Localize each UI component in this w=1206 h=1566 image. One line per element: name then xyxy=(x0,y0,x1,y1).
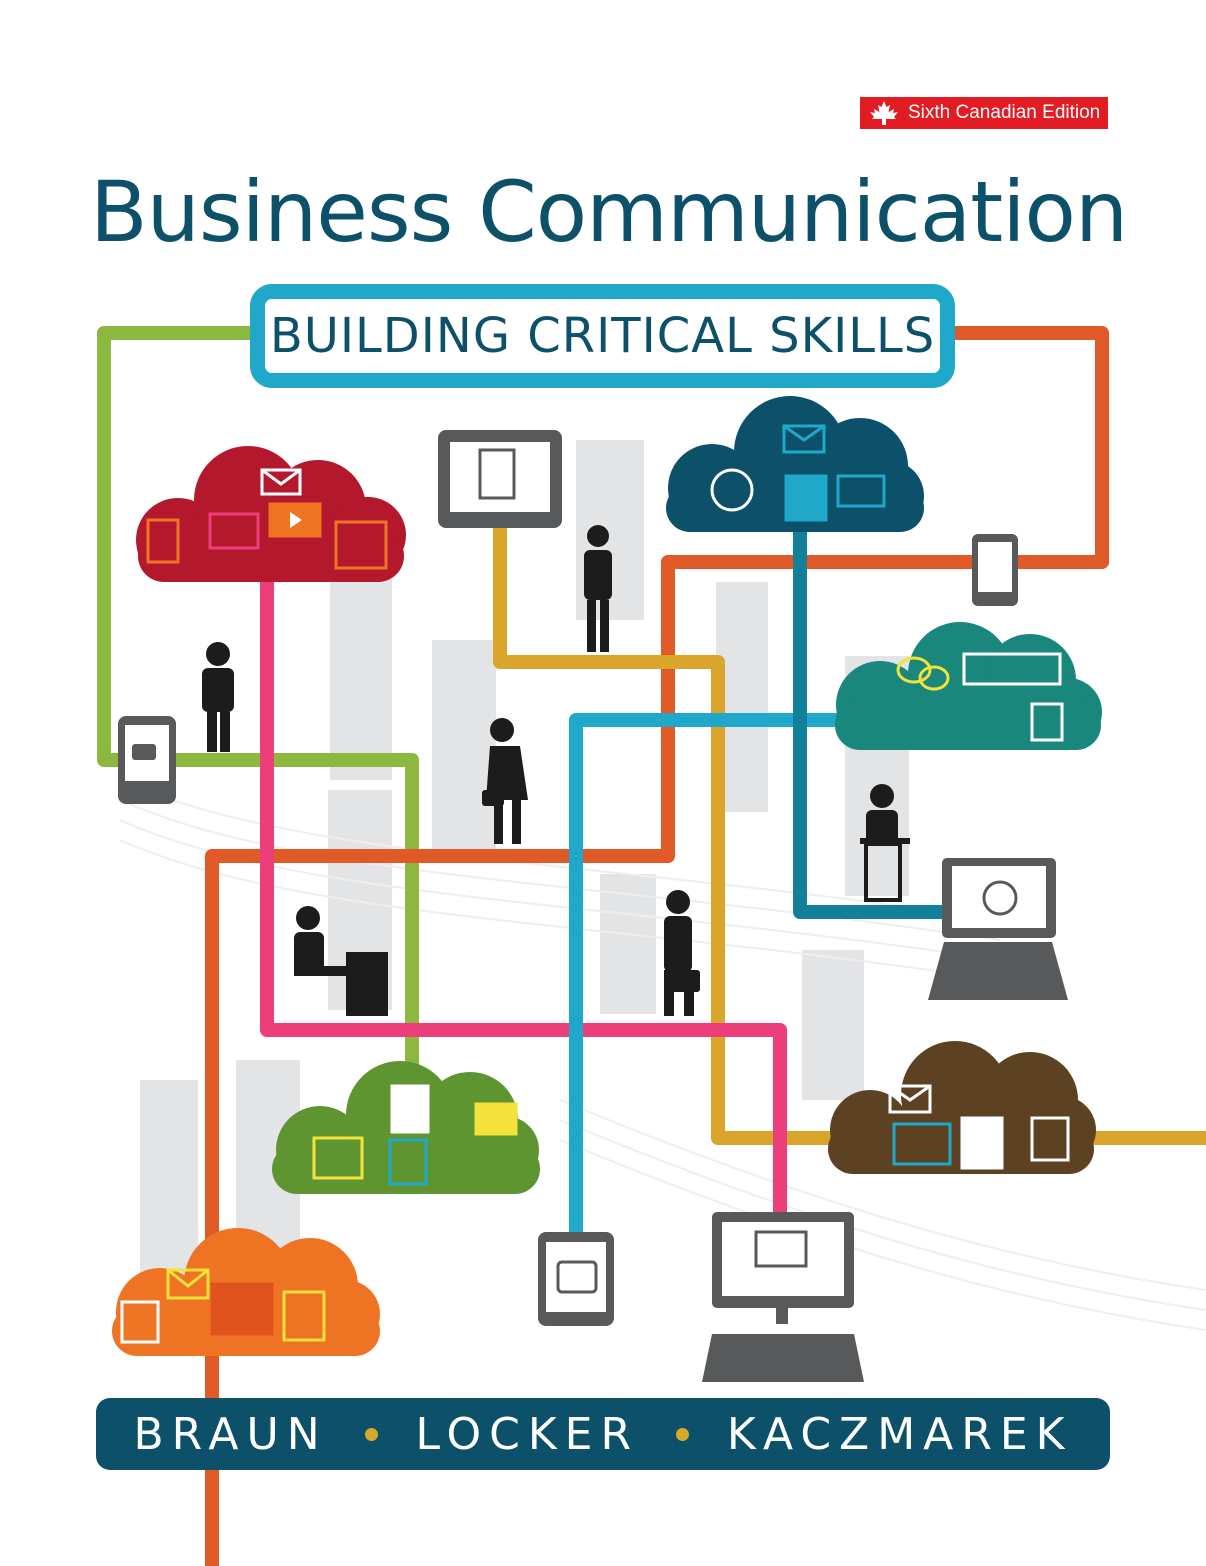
envelope-icon xyxy=(782,424,826,454)
document-icon xyxy=(784,474,828,522)
green-connector-line xyxy=(97,326,419,1087)
building-icon xyxy=(330,560,392,780)
laptop-icon xyxy=(928,858,1068,1000)
document-icon xyxy=(892,1122,952,1166)
pink-connector-line xyxy=(260,563,787,1219)
author-name: KACZMAREK xyxy=(726,1408,1073,1460)
document-icon xyxy=(388,1138,428,1186)
edition-badge: Sixth Canadian Edition xyxy=(860,97,1108,129)
video-icon xyxy=(474,1102,518,1136)
author-separator-dot xyxy=(676,1427,690,1441)
presentation-icon xyxy=(836,474,886,508)
document-icon xyxy=(210,1282,274,1336)
document-icon xyxy=(282,1290,326,1342)
author-separator-dot xyxy=(365,1427,379,1441)
subtitle-frame: BUILDING CRITICAL SKILLS xyxy=(250,284,955,388)
globe-icon xyxy=(710,468,754,512)
smartphone-icon xyxy=(118,716,176,804)
author-bar: BRAUN LOCKER KACZMAREK xyxy=(96,1398,1110,1470)
desktop-monitor-icon xyxy=(702,1212,864,1382)
envelope-icon xyxy=(888,1084,932,1114)
person-icon xyxy=(860,784,910,902)
building-icon xyxy=(600,874,656,1014)
orange-connector-line xyxy=(205,326,1109,1566)
envelope-icon xyxy=(260,468,302,496)
person-icon xyxy=(294,906,388,1016)
presentation-icon xyxy=(208,512,260,550)
tablet-icon xyxy=(438,430,562,528)
tablet-icon xyxy=(538,1232,614,1326)
teal-connector-line xyxy=(793,523,949,919)
connector-lines xyxy=(97,326,1206,1566)
building-icon xyxy=(802,950,864,1100)
devices xyxy=(118,430,1068,1382)
document-icon xyxy=(1030,702,1064,742)
document-icon xyxy=(120,1300,160,1344)
person-icon xyxy=(584,525,612,652)
document-icon xyxy=(146,518,180,564)
chat-icon xyxy=(896,656,932,684)
people-figures xyxy=(202,525,910,1016)
author-name: LOCKER xyxy=(415,1408,640,1460)
envelope-icon xyxy=(166,1268,210,1300)
person-icon xyxy=(664,890,700,1016)
document-icon xyxy=(960,1116,1004,1170)
maple-leaf-icon xyxy=(860,97,908,129)
cloud-teal xyxy=(835,622,1102,750)
document-icon xyxy=(312,1136,364,1180)
chat-icon xyxy=(918,665,950,691)
person-icon xyxy=(202,642,234,752)
person-icon xyxy=(482,718,528,844)
author-name: BRAUN xyxy=(133,1408,328,1460)
keyboard-icon xyxy=(962,652,1062,686)
cloud-icons xyxy=(120,424,1070,1344)
edition-label: Sixth Canadian Edition xyxy=(908,102,1101,123)
building-icon xyxy=(432,640,496,850)
book-title: Business Communication xyxy=(90,163,1128,261)
cyan-connector-line xyxy=(569,713,847,1239)
document-icon xyxy=(1030,1116,1070,1162)
book-subtitle: BUILDING CRITICAL SKILLS xyxy=(269,308,936,364)
document-icon xyxy=(334,520,388,570)
smartphone-icon xyxy=(972,534,1018,606)
document-icon xyxy=(390,1084,430,1134)
